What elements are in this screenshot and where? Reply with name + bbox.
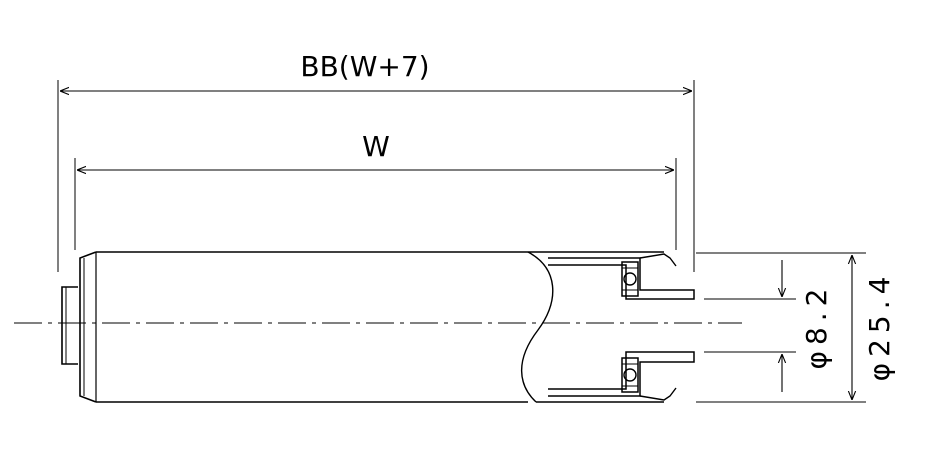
overall-length-label: BB(W+7)	[300, 50, 429, 83]
shaft-diameter-label: φ8.2	[800, 283, 833, 370]
extension-lines	[57, 80, 866, 403]
roller-diameter-label: φ25.4	[863, 271, 896, 382]
bearing-lower	[548, 351, 695, 401]
roller-body	[61, 251, 664, 403]
dimension-lines	[60, 91, 852, 400]
bearing-upper	[548, 253, 695, 300]
width-label: W	[362, 130, 390, 163]
